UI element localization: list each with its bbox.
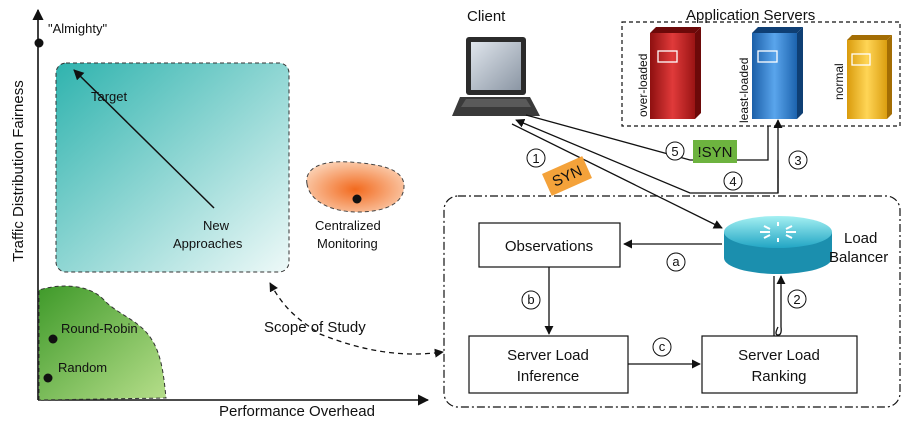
server-least-loaded: least-loaded	[737, 27, 803, 123]
client-label: Client	[467, 8, 506, 25]
syn-tag: SYN	[542, 156, 592, 196]
server-body	[752, 33, 797, 119]
step-badge-1: 1	[526, 148, 546, 168]
almighty-point	[34, 38, 44, 48]
ranking-line1: Server Load	[738, 347, 820, 364]
server-drive-icon	[657, 50, 678, 63]
server-body	[650, 33, 695, 119]
app-servers-box	[621, 21, 901, 127]
load-balancer-line2: Balancer	[829, 249, 888, 266]
server-label: least-loaded	[737, 58, 751, 123]
server-over-loaded: over-loaded	[636, 27, 701, 119]
step1-arrow	[511, 123, 723, 229]
svg-text:5: 5	[671, 144, 678, 159]
inference-line2: Inference	[517, 368, 580, 385]
load-balancer-box	[443, 195, 901, 408]
step2-arrow	[775, 275, 786, 336]
step-badge-5: 5	[665, 141, 685, 161]
inference-box	[468, 335, 629, 394]
server-label: over-loaded	[636, 54, 650, 117]
substep-badge-b: b	[521, 290, 541, 310]
centralized-point	[352, 194, 362, 204]
load-balancer-line1: Load	[844, 230, 877, 247]
server-normal: normal	[832, 35, 892, 119]
substep-badge-c: c	[652, 337, 672, 357]
observations-box	[478, 222, 621, 268]
server-body	[847, 40, 887, 119]
ranking-line2: Ranking	[751, 368, 806, 385]
svg-text:1: 1	[532, 151, 539, 166]
target-label: Target	[91, 89, 128, 104]
round-robin-point	[48, 334, 58, 344]
x-axis-label: Performance Overhead	[219, 403, 375, 420]
svg-text:3: 3	[794, 153, 801, 168]
step-badge-2: 2	[787, 289, 807, 309]
random-label: Random	[58, 360, 107, 375]
round-robin-label: Round-Robin	[61, 321, 138, 336]
left-plot: Traffic Distribution Fairness Performanc…	[10, 8, 444, 420]
svg-text:4: 4	[729, 174, 736, 189]
scope-arrow	[269, 282, 444, 358]
step-badge-3: 3	[788, 150, 808, 170]
app-servers-label: Application Servers	[686, 7, 815, 24]
centralized-line1: Centralized	[315, 218, 381, 233]
ranking-box	[701, 335, 858, 394]
new-approaches-line2: Approaches	[173, 236, 243, 251]
inference-line1: Server Load	[507, 347, 589, 364]
svg-text:b: b	[527, 292, 534, 307]
svg-text:2: 2	[793, 292, 800, 307]
svg-text:c: c	[659, 339, 666, 354]
right-diagram: Application Servers over-loaded least-lo…	[443, 7, 901, 408]
almighty-label: "Almighty"	[48, 21, 107, 36]
client-laptop-icon	[452, 37, 540, 116]
svg-text:a: a	[672, 254, 680, 269]
random-point	[43, 373, 53, 383]
server-label: normal	[832, 63, 846, 100]
centralized-region	[306, 161, 405, 213]
new-approaches-line1: New	[203, 218, 230, 233]
observations-label: Observations	[505, 238, 593, 255]
substep-badge-a: a	[666, 252, 686, 272]
baseline-region	[38, 285, 167, 401]
server-drive-icon	[851, 53, 871, 66]
y-axis-label: Traffic Distribution Fairness	[10, 80, 27, 262]
nsyn-tag: !SYN	[693, 140, 737, 163]
centralized-line2: Monitoring	[317, 236, 378, 251]
svg-text:!SYN: !SYN	[697, 144, 732, 161]
step-badge-4: 4	[723, 171, 743, 191]
server-drive-icon	[757, 50, 778, 63]
target-arrow	[73, 69, 215, 209]
scope-of-study-label: Scope of Study	[264, 319, 366, 336]
router-icon	[724, 216, 832, 274]
